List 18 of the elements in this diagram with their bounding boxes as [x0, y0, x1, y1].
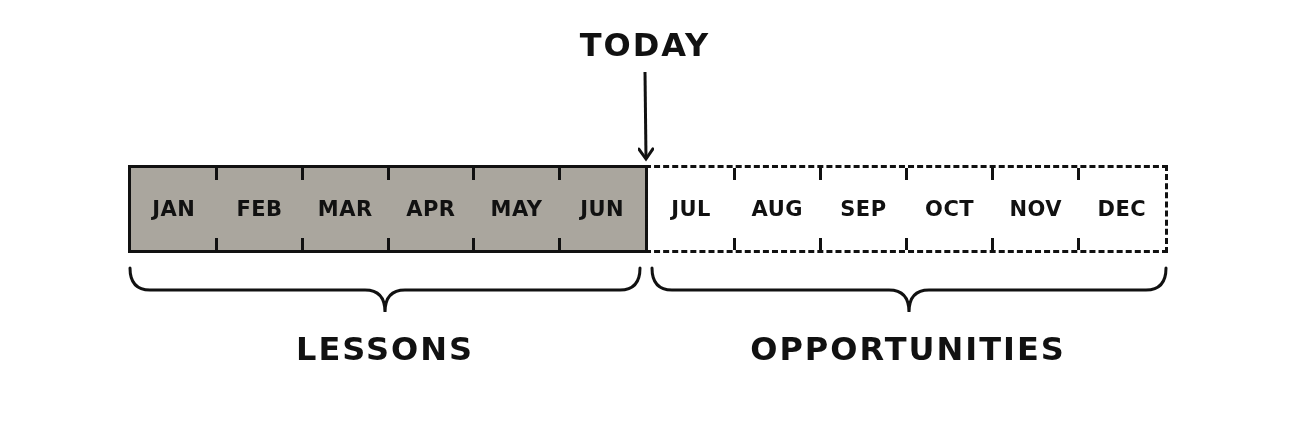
- past-months-bar: [128, 165, 648, 253]
- month-label: APR: [388, 197, 474, 221]
- month-label: MAR: [302, 197, 388, 221]
- month-label: SEP: [820, 197, 907, 221]
- month-label: MAY: [473, 197, 560, 221]
- brace-label: OPPORTUNITIES: [750, 330, 1066, 368]
- today-label: TODAY: [560, 26, 730, 70]
- future-months-bar: [645, 165, 1168, 253]
- month-label: DEC: [1078, 197, 1166, 221]
- month-label: FEB: [216, 197, 303, 221]
- month-label: JUL: [648, 197, 735, 221]
- month-label: JAN: [131, 197, 217, 221]
- month-label: JUN: [559, 197, 646, 221]
- arrow: [637, 72, 655, 161]
- brace-label: LESSONS: [296, 330, 474, 368]
- month-label: NOV: [992, 197, 1079, 221]
- month-label: AUG: [734, 197, 821, 221]
- month-label: OCT: [906, 197, 993, 221]
